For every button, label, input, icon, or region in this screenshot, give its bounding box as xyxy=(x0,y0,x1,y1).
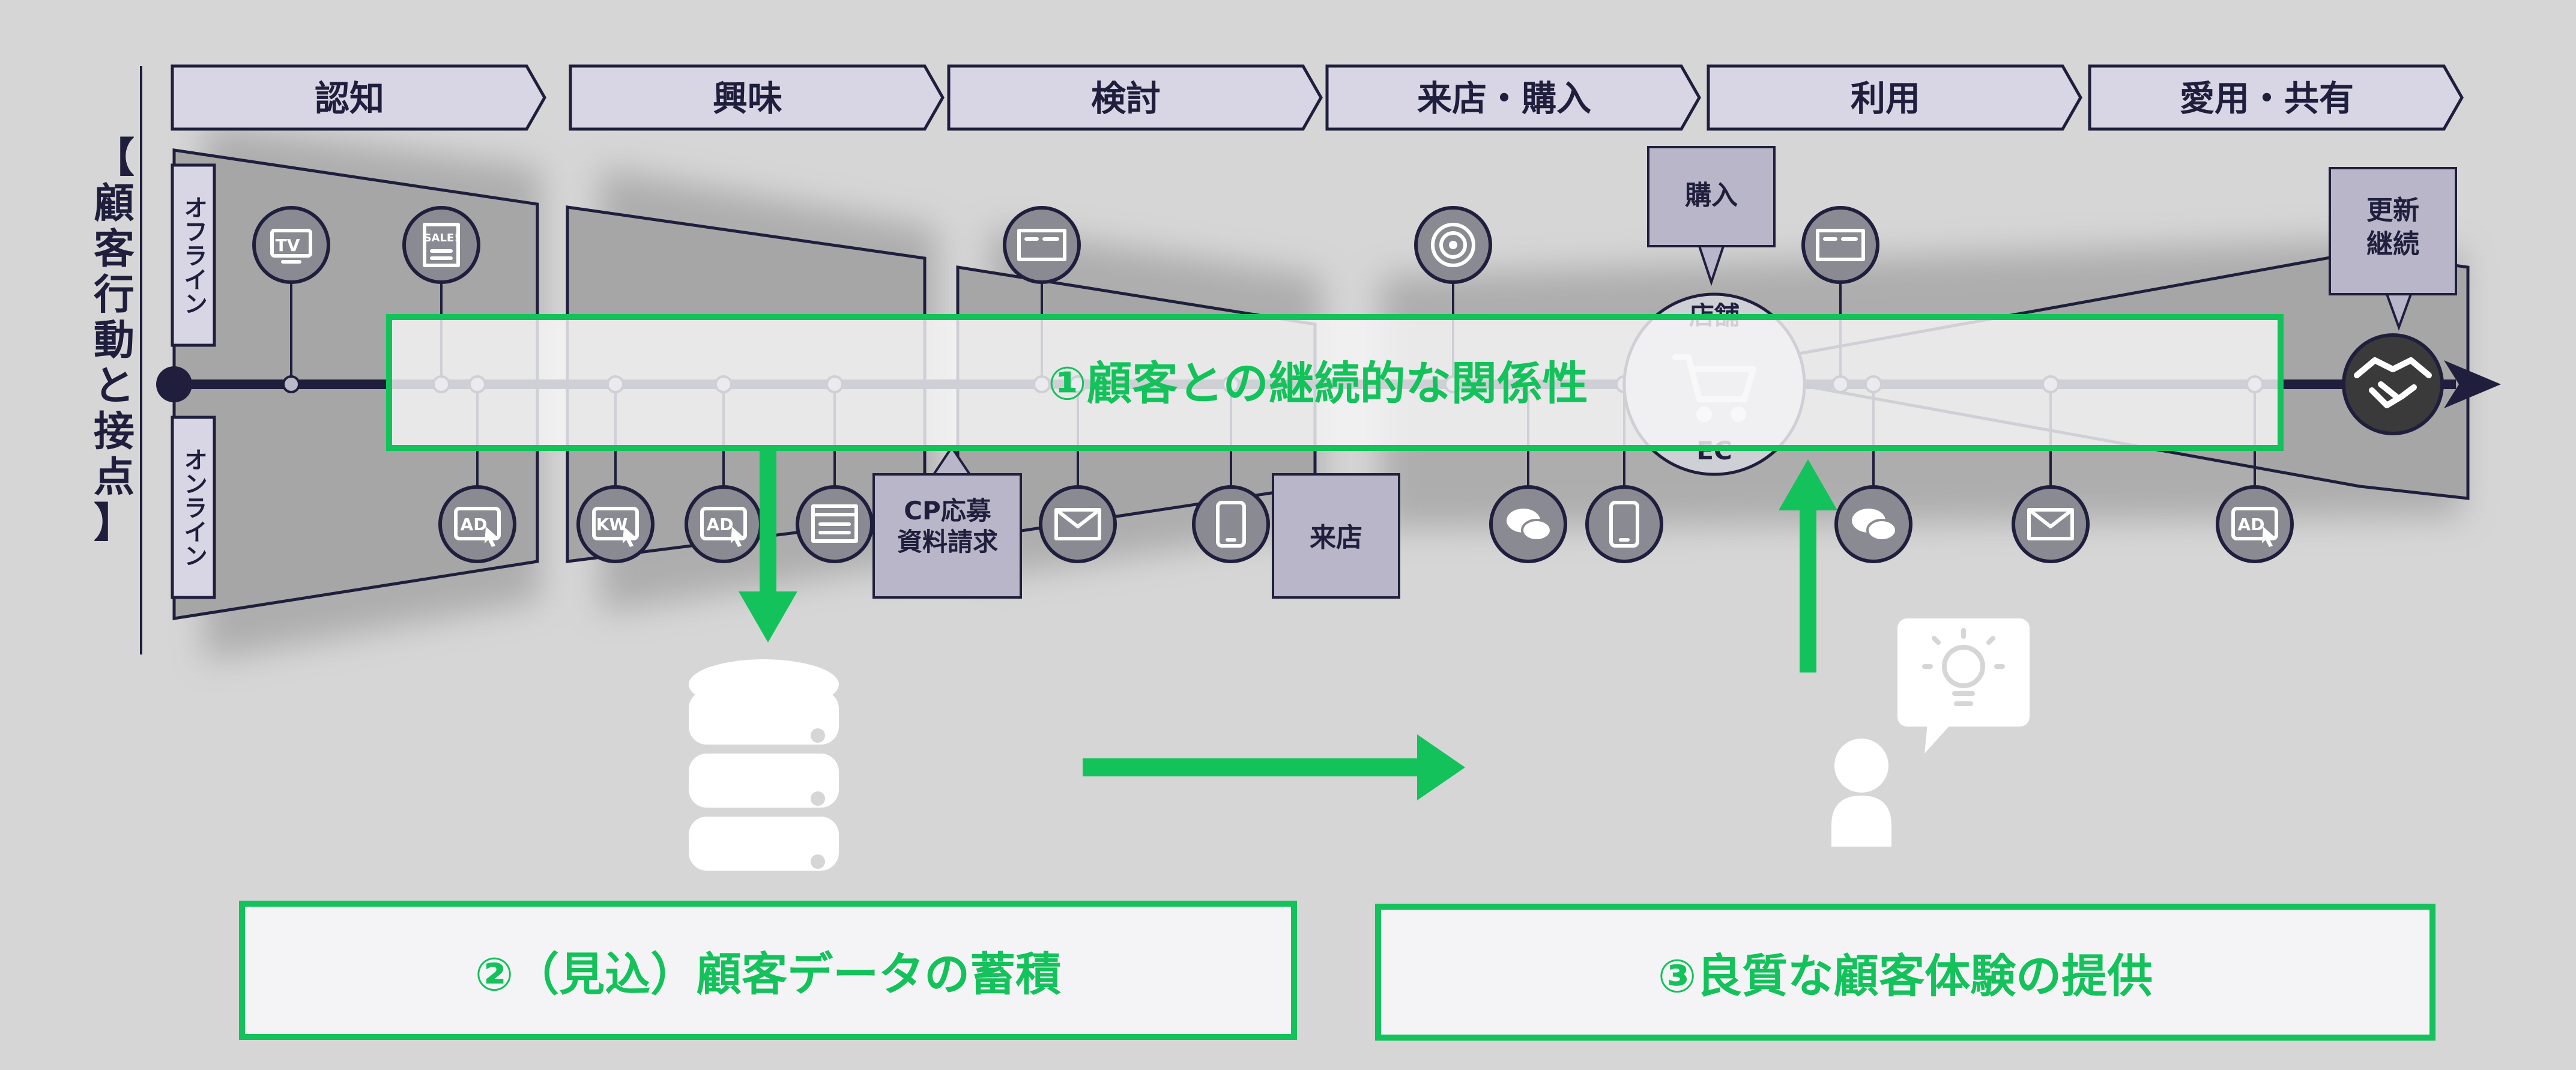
data-accumulation-text: ②（見込）顧客データの蓄積 xyxy=(474,948,1062,1001)
arrow-down-stem xyxy=(760,448,776,598)
arrow-up-stem xyxy=(1800,504,1816,673)
touchpoint-online: AD xyxy=(438,375,516,563)
stage-label: 認知 xyxy=(315,78,384,119)
data-accumulation-box: ②（見込）顧客データの蓄積 xyxy=(239,901,1297,1040)
email-icon xyxy=(2027,508,2074,540)
sale-flyer-icon: SALE! xyxy=(423,223,460,267)
callout-purchase-text: 購入 xyxy=(1685,180,1738,211)
broadcast-icon xyxy=(1431,223,1475,267)
stage-header-6: 愛用・共有 xyxy=(2088,64,2464,131)
callout-store-visit-text: 来店 xyxy=(1310,522,1362,553)
arrow-down-head xyxy=(739,591,797,642)
touchpoint-icon-label: AD xyxy=(707,515,734,534)
person-idea-icon xyxy=(1831,618,2030,847)
callout-purchase: 購入 xyxy=(1647,146,1776,286)
email-icon xyxy=(1054,508,1101,540)
handshake-icon xyxy=(2354,357,2432,408)
callout-renewal: 更新継続 xyxy=(2329,167,2457,331)
good-experience-box: ③良質な顧客体験の提供 xyxy=(1375,904,2435,1041)
stage-label: 愛用・共有 xyxy=(2180,78,2354,119)
callout-cp-request: CP応募資料請求 xyxy=(872,445,1022,599)
database-icon xyxy=(689,659,839,871)
ad-click-icon: AD xyxy=(454,507,501,547)
mobile-icon xyxy=(1609,501,1639,548)
stage-label: 利用 xyxy=(1851,78,1920,119)
direct-mail-icon xyxy=(1816,229,1865,261)
callout-store-visit: 来店 xyxy=(1272,473,1400,599)
stage-header-4: 来店・購入 xyxy=(1325,64,1701,131)
ad-click-icon: AD xyxy=(700,507,747,547)
lightbulb-icon xyxy=(1922,628,2005,706)
stage-header-1: 認知 xyxy=(171,64,546,131)
handshake-node xyxy=(2342,333,2444,435)
keyword-search-icon: KW xyxy=(592,507,639,547)
touchpoint-online: AD xyxy=(2216,375,2294,563)
touchpoint-icon-label: KW xyxy=(596,515,628,534)
tv-icon: TV xyxy=(270,229,312,264)
stage-header-2: 興味 xyxy=(569,64,945,131)
touchpoint-icon-label: TV xyxy=(276,235,300,255)
arrow-right-stem xyxy=(1083,758,1431,776)
callout-cp-text: CP応募資料請求 xyxy=(897,496,998,557)
green-arrows xyxy=(739,448,1837,800)
vertical-axis-label: 【顧客行動と接点】 xyxy=(94,135,135,547)
touchpoint-icon-label: AD xyxy=(2238,515,2265,534)
mobile-icon xyxy=(1216,501,1246,548)
touchpoint-icon-label: SALE! xyxy=(424,232,459,244)
relationship-text: ①顧客との継続的な関係性 xyxy=(1048,357,1588,410)
stage-header-3: 検討 xyxy=(947,64,1323,131)
touchpoint-offline: SALE! xyxy=(402,206,480,393)
arrow-right-head xyxy=(1417,734,1465,800)
timeline-arrow-head xyxy=(2444,360,2501,408)
web-page-icon xyxy=(811,504,858,543)
stage-header-row: 認知 興味 検討 来店・購入 利用 愛用・共有 xyxy=(171,64,2464,131)
timeline-start-dot xyxy=(156,366,192,402)
channel-labels: オフライン オンライン xyxy=(171,163,216,599)
arrow-up-head xyxy=(1779,459,1837,510)
callout-renewal-text: 更新継続 xyxy=(2366,195,2419,259)
good-experience-text: ③良質な顧客体験の提供 xyxy=(1657,949,2153,1003)
stage-label: 来店・購入 xyxy=(1417,78,1591,119)
channel-online-label: オンライン xyxy=(180,447,207,567)
stage-label: 検討 xyxy=(1091,78,1161,119)
chat-icon xyxy=(1507,509,1552,542)
stage-label: 興味 xyxy=(713,78,782,119)
touchpoint-icon-label: AD xyxy=(461,515,488,534)
touchpoint-offline: TV xyxy=(252,206,330,393)
relationship-band xyxy=(386,314,2284,451)
ad-click-icon: AD xyxy=(2231,507,2278,547)
direct-mail-icon xyxy=(1017,229,1066,261)
channel-offline-label: オフライン xyxy=(180,195,207,315)
stage-header-5: 利用 xyxy=(1707,64,2082,131)
chat-icon xyxy=(1852,509,1897,542)
